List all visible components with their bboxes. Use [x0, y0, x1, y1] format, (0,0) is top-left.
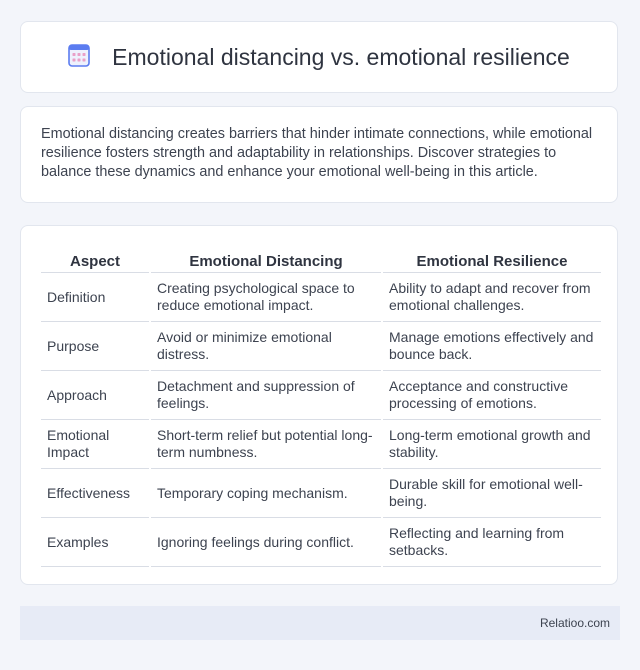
page-title: Emotional distancing vs. emotional resil… [112, 43, 570, 70]
table-row: Examples Ignoring feelings during confli… [41, 518, 601, 567]
table-cell: Reflecting and learning from setbacks. [383, 518, 601, 567]
table-header-row: Aspect Emotional Distancing Emotional Re… [41, 244, 601, 273]
table-cell: Temporary coping mechanism. [151, 469, 381, 518]
table-row: Effectiveness Temporary coping mechanism… [41, 469, 601, 518]
table-cell: Examples [41, 518, 149, 567]
intro-card: Emotional distancing creates barriers th… [20, 106, 618, 203]
calendar-grid-icon [68, 43, 90, 72]
table-cell: Detachment and suppression of feelings. [151, 371, 381, 420]
intro-text: Emotional distancing creates barriers th… [41, 126, 593, 180]
column-header: Emotional Distancing [151, 244, 381, 273]
table-row: Emotional Impact Short-term relief but p… [41, 420, 601, 469]
comparison-table: Aspect Emotional Distancing Emotional Re… [39, 244, 603, 567]
table-cell: Ability to adapt and recover from emotio… [383, 273, 601, 322]
table-cell: Purpose [41, 322, 149, 371]
table-cell: Emotional Impact [41, 420, 149, 469]
column-header: Aspect [41, 244, 149, 273]
table-cell: Approach [41, 371, 149, 420]
table-row: Purpose Avoid or minimize emotional dist… [41, 322, 601, 371]
title-card: Emotional distancing vs. emotional resil… [20, 21, 618, 93]
table-cell: Long-term emotional growth and stability… [383, 420, 601, 469]
footer-brand-link[interactable]: Relatioo.com [539, 616, 610, 630]
column-header: Emotional Resilience [383, 244, 601, 273]
table-cell: Short-term relief but potential long-ter… [151, 420, 381, 469]
table-cell: Durable skill for emotional well-being. [383, 469, 601, 518]
table-cell: Ignoring feelings during conflict. [151, 518, 381, 567]
footer-bar: Relatioo.com [20, 606, 620, 640]
table-row: Definition Creating psychological space … [41, 273, 601, 322]
comparison-card: Aspect Emotional Distancing Emotional Re… [20, 225, 618, 585]
table-cell: Avoid or minimize emotional distress. [151, 322, 381, 371]
table-cell: Creating psychological space to reduce e… [151, 273, 381, 322]
table-cell: Definition [41, 273, 149, 322]
table-cell: Manage emotions effectively and bounce b… [383, 322, 601, 371]
table-row: Approach Detachment and suppression of f… [41, 371, 601, 420]
table-cell: Effectiveness [41, 469, 149, 518]
table-cell: Acceptance and constructive processing o… [383, 371, 601, 420]
